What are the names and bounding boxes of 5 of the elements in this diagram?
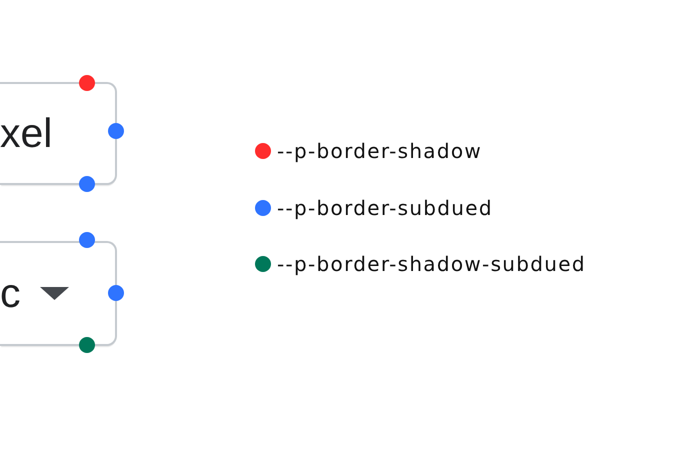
legend-label: --p-border-shadow bbox=[277, 139, 482, 163]
text-field: xel bbox=[0, 82, 117, 185]
select-field: c bbox=[0, 241, 117, 346]
legend-label: --p-border-subdued bbox=[277, 196, 493, 220]
legend-label: --p-border-shadow-subdued bbox=[277, 252, 586, 276]
